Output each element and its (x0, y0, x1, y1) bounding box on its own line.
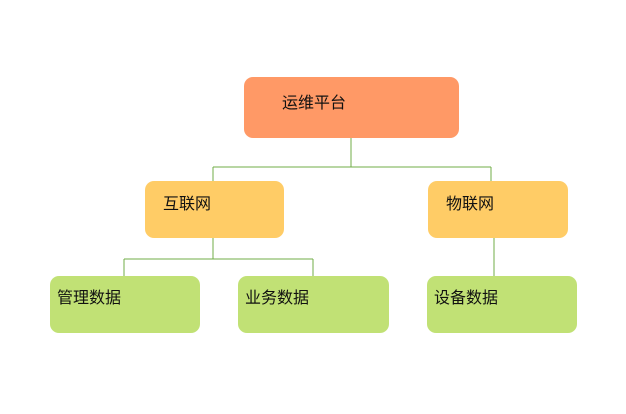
node-leaf-device-data-label: 设备数据 (434, 288, 499, 307)
node-branch-iot-label: 物联网 (446, 194, 495, 213)
node-branch-iot: 物联网 (428, 181, 568, 238)
node-root-label: 运维平台 (282, 93, 347, 112)
node-branch-internet-label: 互联网 (163, 194, 212, 213)
node-leaf-business-data-label: 业务数据 (245, 288, 310, 307)
node-leaf-business-data: 业务数据 (238, 276, 389, 333)
node-root: 运维平台 (244, 77, 459, 138)
node-leaf-device-data: 设备数据 (427, 276, 577, 333)
node-leaf-management-data: 管理数据 (50, 276, 200, 333)
node-leaf-management-data-label: 管理数据 (57, 288, 122, 307)
node-branch-internet: 互联网 (145, 181, 284, 238)
